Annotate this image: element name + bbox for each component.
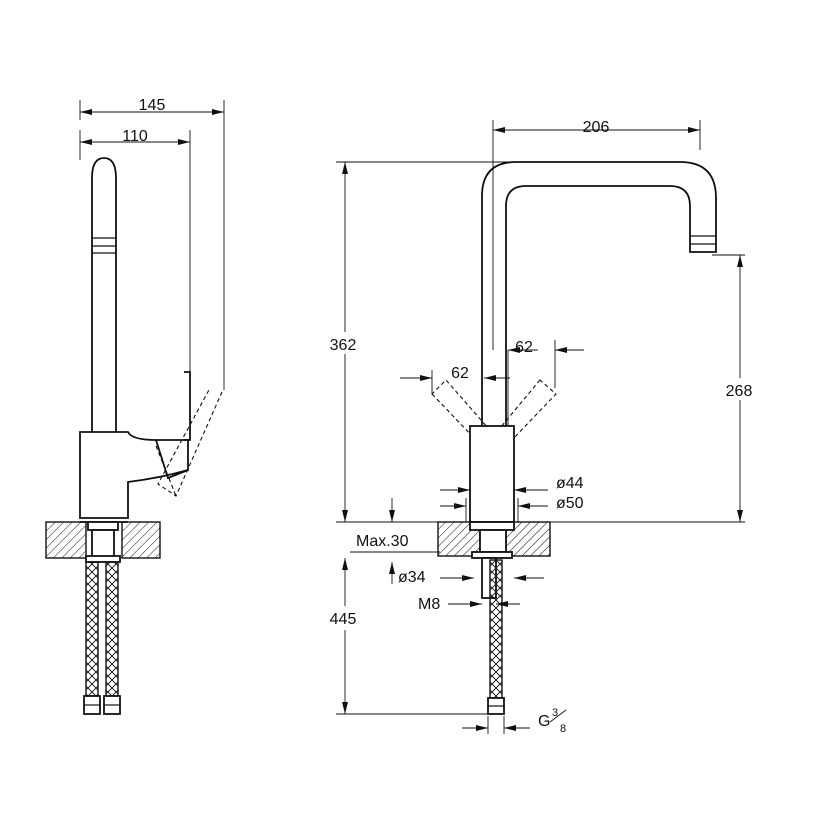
dim-hose-connection: G 3 8: [462, 707, 567, 735]
dim-label-362: 362: [330, 337, 357, 354]
front-hose: [487, 559, 505, 715]
side-spout: [91, 157, 117, 432]
dim-lever-swing-right: 62: [507, 339, 584, 430]
dim-label-m8: M8: [418, 596, 440, 613]
side-fixing: [85, 521, 121, 563]
side-body: [79, 431, 189, 519]
dim-label-max30: Max.30: [356, 533, 409, 550]
dim-body-diameters: ø44 ø50: [440, 475, 584, 522]
dim-label-445: 445: [330, 611, 357, 628]
dim-label-g: G: [538, 713, 550, 730]
dim-side-width-spout: 110: [79, 128, 191, 372]
dim-hose-length: 445: [320, 558, 488, 715]
side-lever-open: [155, 387, 223, 497]
dim-side-width-total: 145: [79, 97, 225, 390]
dim-label-268: 268: [726, 383, 753, 400]
dim-label-dia-34: ø34: [398, 569, 426, 586]
dim-lever-swing-left: 62: [400, 365, 510, 394]
dim-hole-dia: ø34: [389, 562, 544, 586]
front-view: 206 362 268: [320, 119, 762, 735]
dim-front-height-total: 362: [320, 161, 600, 522]
dim-label-62-left: 62: [451, 365, 469, 382]
dim-thread-rod: M8: [418, 596, 520, 613]
dim-label-62-right: 62: [515, 339, 533, 356]
front-body: [469, 425, 515, 523]
dim-label-dia-44: ø44: [556, 475, 584, 492]
dim-label-145: 145: [139, 97, 166, 114]
dim-label-dia-50: ø50: [556, 495, 584, 512]
side-countertop: [45, 521, 161, 559]
dim-front-outlet-height: 268: [712, 254, 762, 522]
side-hoses: [83, 561, 121, 715]
side-lever: [155, 371, 191, 480]
front-spout: [481, 161, 717, 426]
side-view: 145 110: [45, 97, 225, 715]
dim-label-206: 206: [583, 119, 610, 136]
dim-max-counter: Max.30: [350, 498, 440, 553]
dim-label-g-den: 8: [560, 723, 566, 735]
dim-front-spout-reach: 206: [492, 119, 701, 350]
dim-label-110: 110: [122, 128, 148, 145]
dim-label-g-num: 3: [552, 707, 558, 719]
